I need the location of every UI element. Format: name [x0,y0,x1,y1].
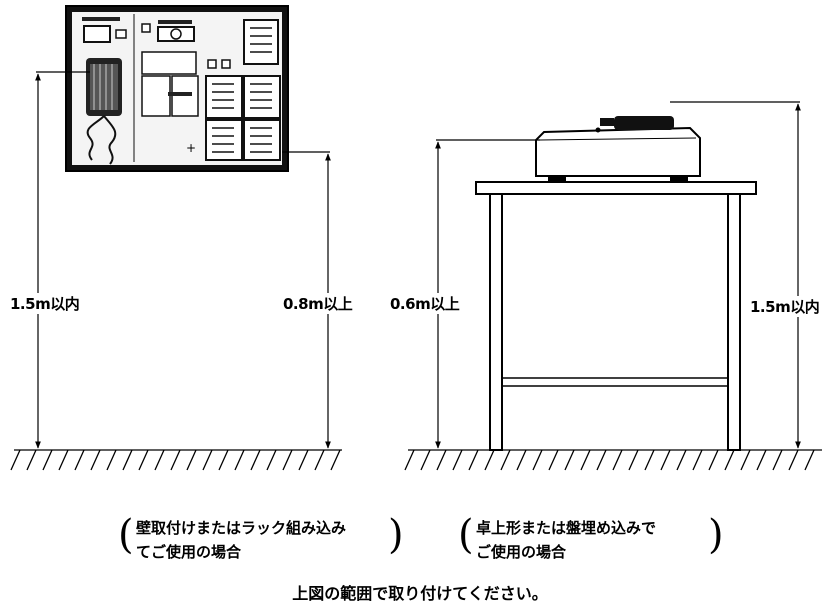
left-height-dimension [35,71,90,449]
wall-control-panel: + [65,5,289,172]
wall-caption-open-bracket: ( [118,512,134,558]
left-floor [10,449,342,471]
desk [475,181,757,451]
switch-bank [205,19,281,161]
desktop-caption: 卓上形または盤埋め込みで ご使用の場合 [476,516,656,564]
wall-mount-caption: 壁取付けまたはラック組み込み てご使用の場合 [136,516,346,564]
desk-height-label: 0.6m以上 [390,293,460,314]
desk-caption-open-bracket: ( [458,512,474,558]
wall-caption-line1: 壁取付けまたはラック組み込み [136,519,347,537]
footer-instruction: 上図の範囲で取り付けてください。 [292,584,548,603]
desk-caption-line2: ご使用の場合 [476,543,567,561]
svg-text:+: + [186,141,196,155]
right-floor [404,449,822,471]
desktop-console [535,116,701,181]
desk-caption-close-bracket: ) [708,512,724,558]
left-panel-height-label: 1.5m以内 [10,293,80,314]
desk-unit-height-dimension [670,101,801,449]
left-panel-bottom-label: 0.8m以上 [283,293,353,314]
desk-caption-line1: 卓上形または盤埋め込みで [476,519,657,537]
wall-caption-line2: てご使用の場合 [136,543,242,561]
microphone-icon [86,58,122,165]
desk-unit-height-label: 1.5m以内 [750,296,820,317]
wall-caption-close-bracket: ) [388,512,404,558]
